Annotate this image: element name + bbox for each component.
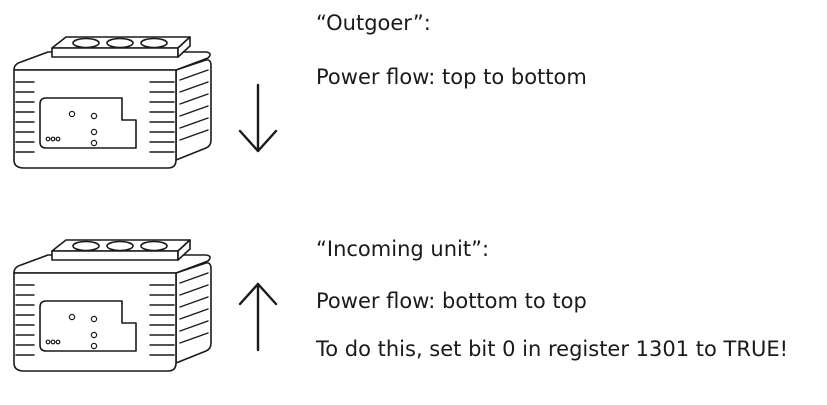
- incoming-unit-power-flow: Power flow: bottom to top: [316, 289, 587, 313]
- arrow-up-icon: [238, 282, 278, 352]
- current-transformer-icon: [13, 239, 212, 372]
- incoming-unit-title: “Incoming unit”:: [316, 237, 490, 261]
- current-transformer-icon: [13, 36, 212, 169]
- outgoer-power-flow: Power flow: top to bottom: [316, 65, 587, 89]
- incoming-unit-note: To do this, set bit 0 in register 1301 t…: [316, 337, 789, 361]
- outgoer-section: “Outgoer”: Power flow: top to bottom: [0, 0, 827, 200]
- outgoer-title: “Outgoer”:: [316, 11, 431, 35]
- arrow-down-icon: [238, 83, 278, 153]
- incoming-unit-section: “Incoming unit”: Power flow: bottom to t…: [0, 230, 827, 405]
